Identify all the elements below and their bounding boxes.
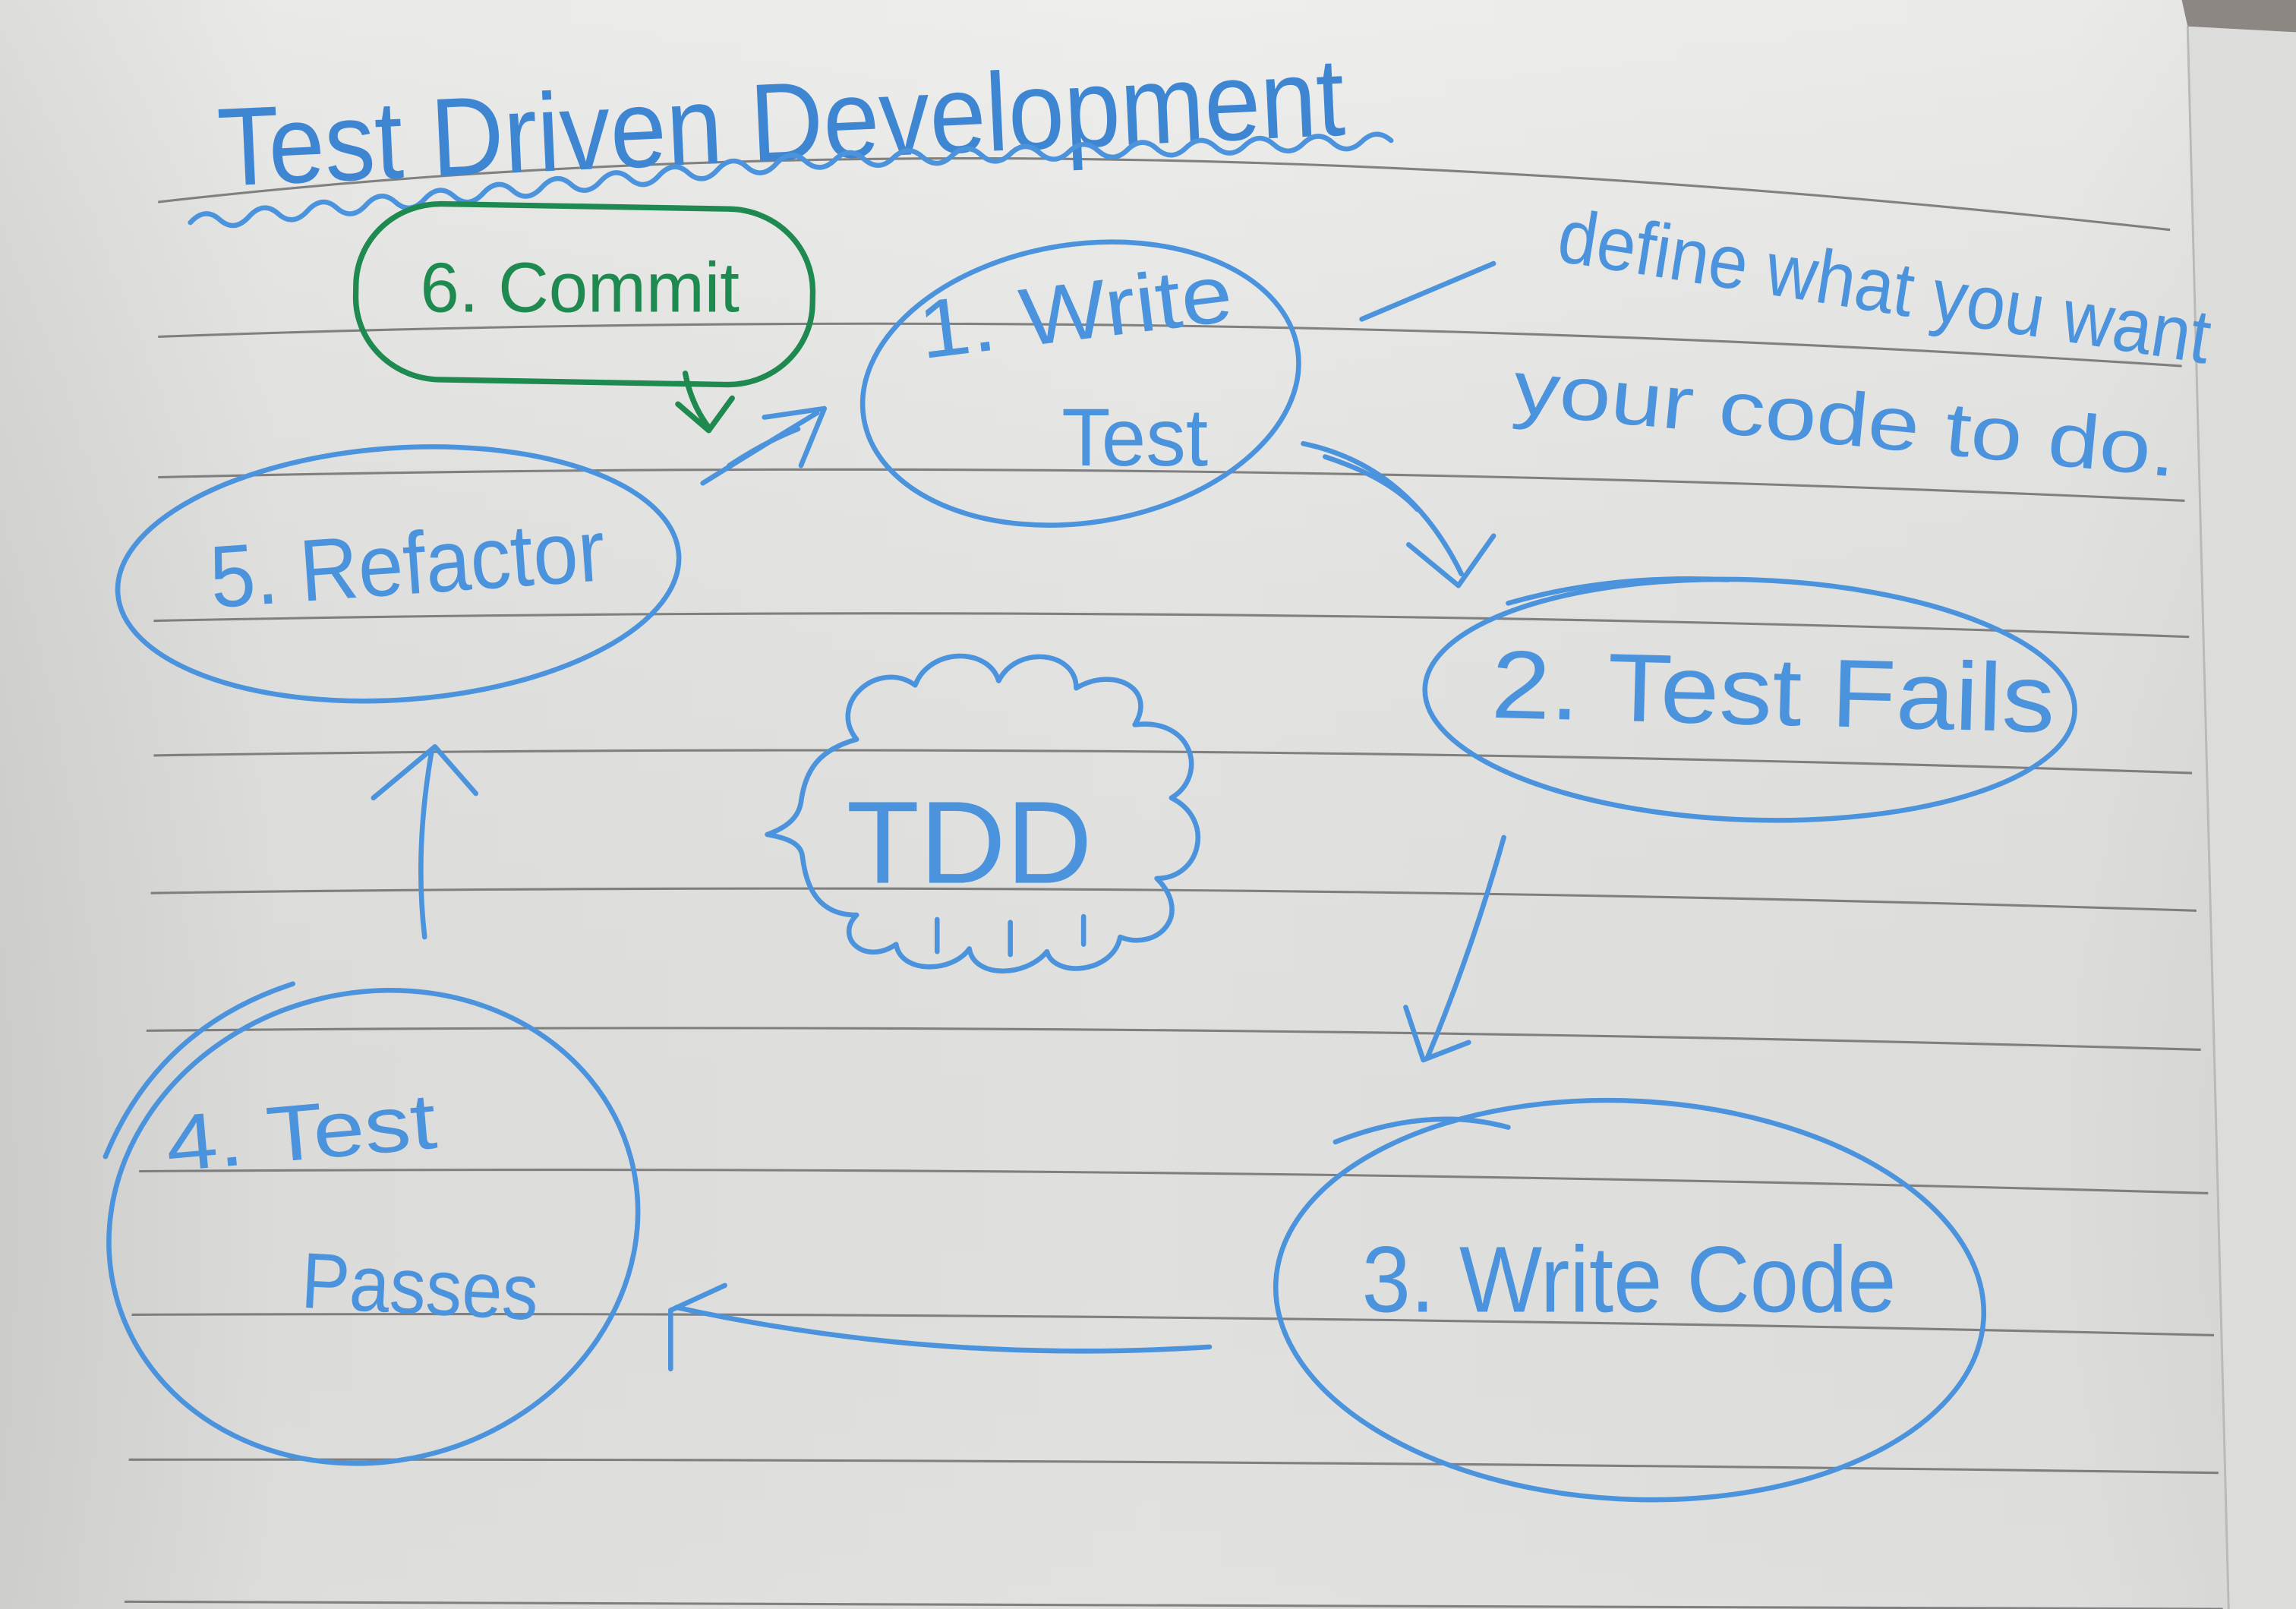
step-test-fails: 2. Test Fails	[1422, 576, 2077, 823]
paper-rule-line	[153, 749, 2193, 775]
paper-rule-line	[124, 1600, 2223, 1609]
step-write-code-label: 3. Write Code	[1362, 1228, 1897, 1333]
arrowhead	[675, 395, 735, 434]
tdd-label: TDD	[847, 777, 1093, 908]
paper-rule-line	[150, 887, 2197, 912]
arrowhead	[668, 1282, 727, 1372]
ruled-lines	[124, 157, 2223, 1609]
arrow-write-code-to-test-passes	[668, 1282, 1213, 1372]
arrow-shaft	[673, 1305, 1213, 1354]
paper-rule-line	[153, 612, 2190, 639]
write-code-ellipse	[1273, 1097, 1987, 1503]
arrowhead	[762, 405, 828, 469]
step-test-passes-label-line2: Passes	[299, 1237, 541, 1337]
write-test-circle	[859, 239, 1301, 528]
test-passes-circle	[106, 987, 641, 1466]
arrow-write-test-to-test-fails	[1301, 440, 1496, 588]
arrowhead	[1406, 533, 1496, 588]
test-passes-circle-overstroke	[102, 981, 295, 1159]
arrowhead	[1403, 1005, 1471, 1063]
arrow-commit-to-write-test	[675, 371, 735, 434]
step-commit-label: 6. Commit	[421, 248, 740, 327]
refactor-ellipse	[115, 444, 682, 704]
paper-rule-line	[146, 1027, 2201, 1052]
paper-rule-line	[128, 1458, 2219, 1475]
tdd-cloud: TDD	[765, 653, 1201, 974]
notebook-cover-corner	[2181, 0, 2296, 33]
paper-rule-line	[158, 322, 2182, 368]
arrow-shaft	[1301, 440, 1464, 577]
cloud-shape	[765, 653, 1201, 974]
step-commit: 6. Commit	[352, 200, 816, 388]
test-fails-ellipse-overstroke	[1506, 576, 1730, 606]
arrow-shaft	[682, 371, 712, 431]
step-test-fails-label: 2. Test Fails	[1490, 630, 2057, 752]
commit-box	[352, 200, 816, 388]
paper-rule-line	[131, 1313, 2215, 1336]
title-wavy-underline	[188, 131, 1394, 229]
next-page-edge	[2187, 26, 2296, 1609]
test-fails-ellipse	[1422, 576, 2077, 823]
step-write-code: 3. Write Code	[1273, 1097, 1987, 1503]
page-edge-line	[2186, 26, 2230, 1609]
paper-rule-line	[158, 157, 2171, 232]
arrow-shaft	[1425, 834, 1506, 1060]
paper-rule-line	[158, 468, 2185, 502]
arrow-shaft	[418, 746, 435, 940]
paper-rule-line	[139, 1169, 2209, 1194]
arrow-test-fails-to-write-code	[1403, 834, 1506, 1063]
arrow-test-passes-to-refactor	[371, 744, 479, 940]
arrowhead	[371, 744, 479, 801]
arrow-shaft-double	[1323, 454, 1421, 513]
cloud-inner-stroke	[935, 913, 1086, 958]
annotation-connector	[1359, 260, 1496, 322]
write-code-ellipse-overstroke	[1332, 1116, 1511, 1145]
arrow-shaft-double	[727, 426, 801, 469]
step-write-test-label-line2: Test	[1061, 391, 1208, 483]
arrow-refactor-to-write-test	[700, 405, 828, 486]
